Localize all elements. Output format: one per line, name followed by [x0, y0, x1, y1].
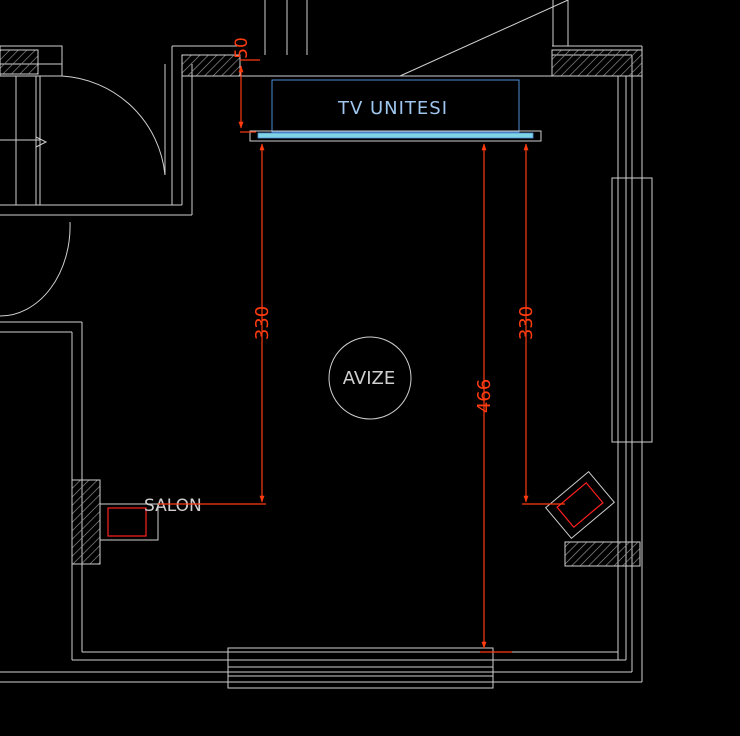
chandelier-label: AVIZE [343, 368, 396, 389]
chandelier-circle [328, 336, 412, 420]
dim-tv-offset-label: 50 [232, 37, 252, 59]
window-right [611, 177, 653, 443]
tv-unit-outline [271, 79, 520, 133]
window-bottom [227, 647, 494, 689]
walls [0, 0, 643, 683]
device-right [544, 470, 616, 540]
tv-unit-label: TV UNITESI [337, 98, 448, 119]
column-top-right [551, 49, 643, 77]
dimension-lines [158, 59, 565, 653]
dim-depth-label: 466 [474, 379, 495, 413]
door-swing [61, 75, 166, 176]
device-left [99, 503, 159, 541]
room-label: SALON [144, 496, 202, 516]
dim-left-label: 330 [252, 306, 273, 340]
dim-right-label: 330 [516, 306, 537, 340]
tv-shelf [249, 130, 542, 142]
column-left [71, 479, 101, 565]
column-top-left [0, 49, 39, 75]
column-right [564, 541, 641, 567]
